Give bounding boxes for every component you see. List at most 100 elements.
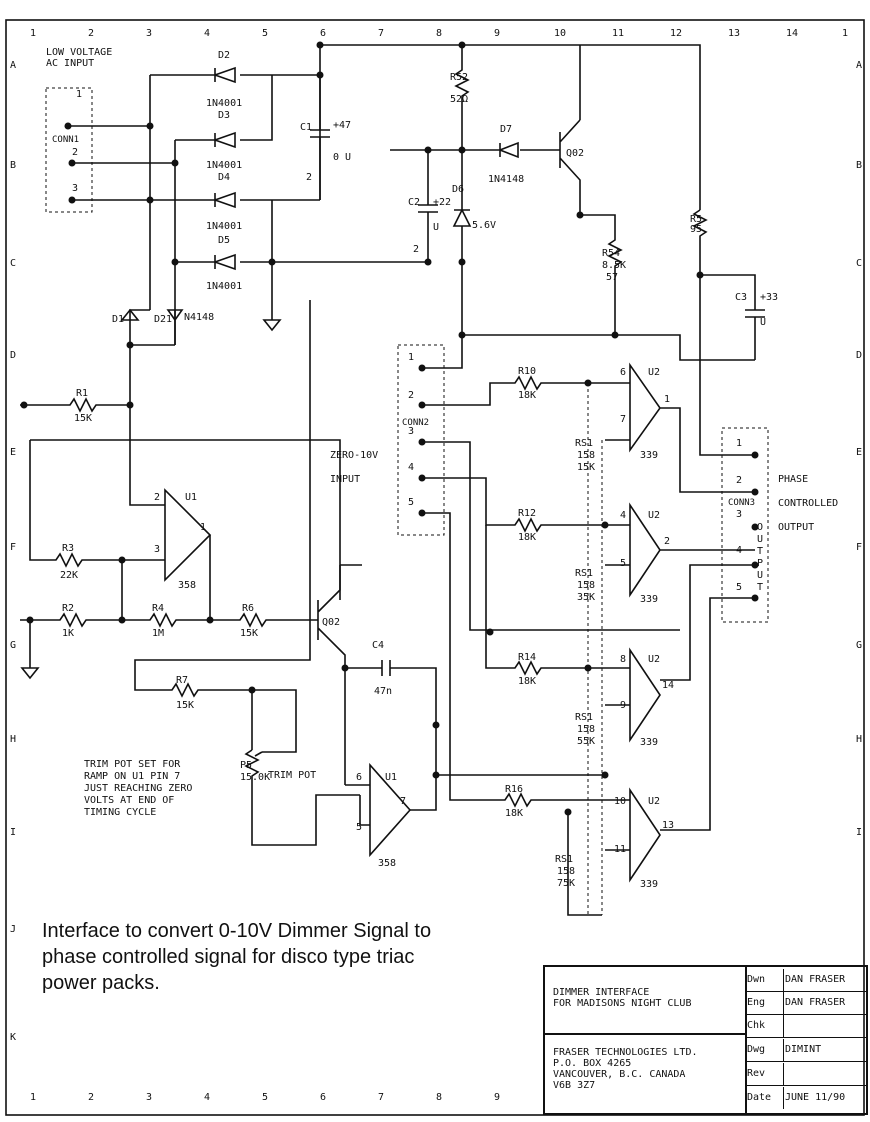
tb-key-eng: Eng (747, 997, 766, 1008)
r3-value: 22K (60, 570, 78, 581)
p5-trim-pot (244, 749, 360, 846)
tb-key-dwn: Dwn (747, 974, 766, 985)
u2a-label: U2 (648, 367, 660, 378)
tb-key-date: Date (747, 1092, 772, 1103)
trim-note-4: VOLTS AT END OF (84, 795, 174, 806)
low-voltage-label-2: AC INPUT (46, 58, 94, 69)
row-label-right: D (856, 350, 862, 361)
project-line-2: FOR MADISONS NIGHT CLUB (553, 998, 692, 1009)
r12-value: 18K (518, 532, 536, 543)
q02b-transistor (317, 564, 362, 785)
row-label-right: B (856, 160, 862, 171)
row-label-left: E (10, 447, 16, 458)
d7-part: 1N4148 (488, 174, 524, 185)
conn1-pin1: 1 (76, 89, 82, 100)
c4-value: 47n (374, 686, 392, 697)
col-label: 1 (30, 28, 36, 39)
r7-value: 15K (176, 700, 194, 711)
top-rail (320, 44, 701, 210)
conn3-label: CONN3 (728, 498, 755, 508)
conn3-connector: CONN3 1 2 3 4 5 (721, 427, 769, 623)
r10-label: R10 (518, 366, 536, 377)
bottom-col-label: 7 (378, 1092, 384, 1103)
u1b-pin5: 5 (356, 822, 362, 833)
conn2-pin3: 3 (408, 426, 414, 437)
u2d-part: 339 (640, 879, 658, 890)
rs1b-l1: RS1 (575, 568, 593, 579)
u2b-pin5: 5 (620, 558, 626, 569)
c2-pin2: 2 (413, 244, 419, 255)
u2b-pin2: 2 (664, 536, 670, 547)
u2b-part: 339 (640, 594, 658, 605)
d5-label: D5 (218, 235, 230, 246)
rs1c-l2: 158 (577, 724, 595, 735)
trim-note-2: RAMP ON U1 PIN 7 (84, 771, 180, 782)
bottom-col-label: 3 (146, 1092, 152, 1103)
u2d-pin13: 13 (662, 820, 674, 831)
col-label: 8 (436, 28, 442, 39)
tb-row-rev: Rev (745, 1063, 866, 1086)
d6-label: D6 (452, 184, 464, 195)
u2d-pin11: 11 (614, 844, 626, 855)
tb-val-date: JUNE 11/90 (785, 1092, 846, 1103)
u2c-comparator: 8 9 14 U2 339 (605, 564, 755, 748)
rs1d-l2: 158 (557, 866, 575, 877)
r5-label: R5 (690, 214, 702, 225)
row-label-right: C (856, 258, 862, 269)
row-label-right: E (856, 447, 862, 458)
caption: Interface to convert 0-10V Dimmer Signal… (42, 918, 542, 996)
r54-value: 8.5K (602, 260, 626, 271)
conn1-connector: CONN1 1 2 3 (45, 87, 93, 213)
zero-10v-label-1: ZERO-10V (330, 450, 378, 461)
output-letter: U (757, 570, 763, 581)
r14-wire (485, 525, 630, 676)
row-label-right: G (856, 640, 862, 651)
conn3-pin3: 3 (736, 509, 742, 520)
conn2-pin4: 4 (408, 462, 414, 473)
u2a-pin1: 1 (664, 394, 670, 405)
d2-label: D2 (218, 50, 230, 61)
rs1-dashed (587, 383, 603, 915)
p5-label: P5 (240, 760, 252, 771)
ground-rail-mid (462, 334, 755, 361)
r52-resistor (454, 45, 470, 150)
row-label-left: J (10, 924, 16, 935)
r54-label: R54 (602, 248, 620, 259)
c4-capacitor (345, 660, 437, 775)
output-letter: U (757, 534, 763, 545)
u1b-pin7: 7 (400, 796, 406, 807)
mid-bus (469, 588, 680, 631)
col-label: 14 (786, 28, 798, 39)
c3-label: C3 (735, 292, 747, 303)
caption-line-1: Interface to convert 0-10V Dimmer Signal… (42, 920, 432, 942)
row-label-left: H (10, 734, 16, 745)
conn1-label: CONN1 (52, 135, 79, 145)
row-label-right: F (856, 542, 862, 553)
c1-capacitor (310, 75, 330, 200)
c3-volt: U (760, 317, 766, 328)
r6-label: R6 (242, 603, 254, 614)
rs1d-l1: RS1 (555, 854, 573, 865)
company-line-1: FRASER TECHNOLOGIES LTD. (553, 1047, 698, 1058)
bottom-col-label: 8 (436, 1092, 442, 1103)
u2d-label: U2 (648, 796, 660, 807)
phase-label-3: OUTPUT (778, 522, 814, 533)
conn3-pin1: 1 (736, 438, 742, 449)
r12-label: R12 (518, 508, 536, 519)
output-letter: T (757, 582, 763, 593)
row-label-left: F (10, 542, 16, 553)
r16-label: R16 (505, 784, 523, 795)
r7-label: R7 (176, 675, 188, 686)
bottom-col-label: 5 (262, 1092, 268, 1103)
caption-line-3: power packs. (42, 972, 160, 994)
tb-val-dwn: DAN FRASER (785, 974, 846, 985)
r4-label: R4 (152, 603, 164, 614)
u1b-label: U1 (385, 772, 397, 783)
conn1-pin2: 2 (72, 147, 78, 158)
c1-label: C1 (300, 122, 312, 133)
u2a-comparator: 6 7 1 U2 339 (605, 362, 755, 493)
u2b-pin4: 4 (620, 510, 626, 521)
row-label-left: D (10, 350, 16, 361)
u2c-part: 339 (640, 737, 658, 748)
c2-label: C2 (408, 197, 420, 208)
